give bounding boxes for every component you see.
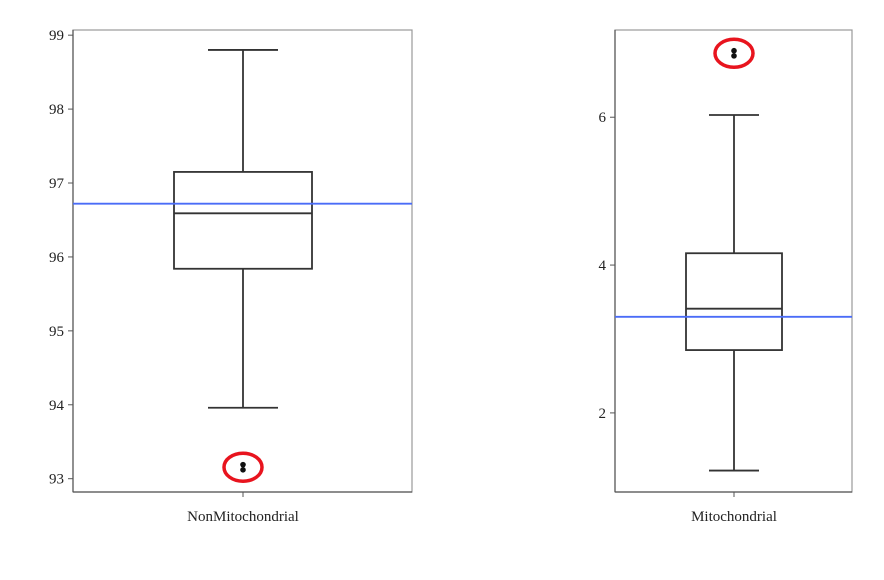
outlier-point	[731, 47, 737, 54]
y-tick-label: 6	[599, 110, 607, 126]
y-tick-label: 2	[599, 406, 607, 422]
y-tick-label: 96	[49, 250, 65, 266]
x-category-label: Mitochondrial	[691, 509, 777, 525]
y-tick-label: 93	[49, 472, 64, 488]
iqr-box	[173, 171, 313, 270]
y-tick-label: 94	[49, 398, 65, 414]
y-tick-label: 99	[49, 28, 64, 44]
outlier-point	[240, 461, 246, 468]
outlier-highlight-circle	[222, 451, 264, 483]
y-tick-label: 95	[49, 324, 64, 340]
y-tick-label: 4	[599, 258, 607, 274]
outlier-point	[731, 53, 737, 59]
iqr-box	[685, 252, 783, 351]
x-category-label: NonMitochondrial	[187, 509, 299, 525]
outlier-point	[240, 467, 246, 473]
y-tick-label: 98	[49, 102, 64, 118]
outlier-highlight-circle	[713, 37, 755, 70]
y-tick-label: 97	[49, 176, 65, 192]
